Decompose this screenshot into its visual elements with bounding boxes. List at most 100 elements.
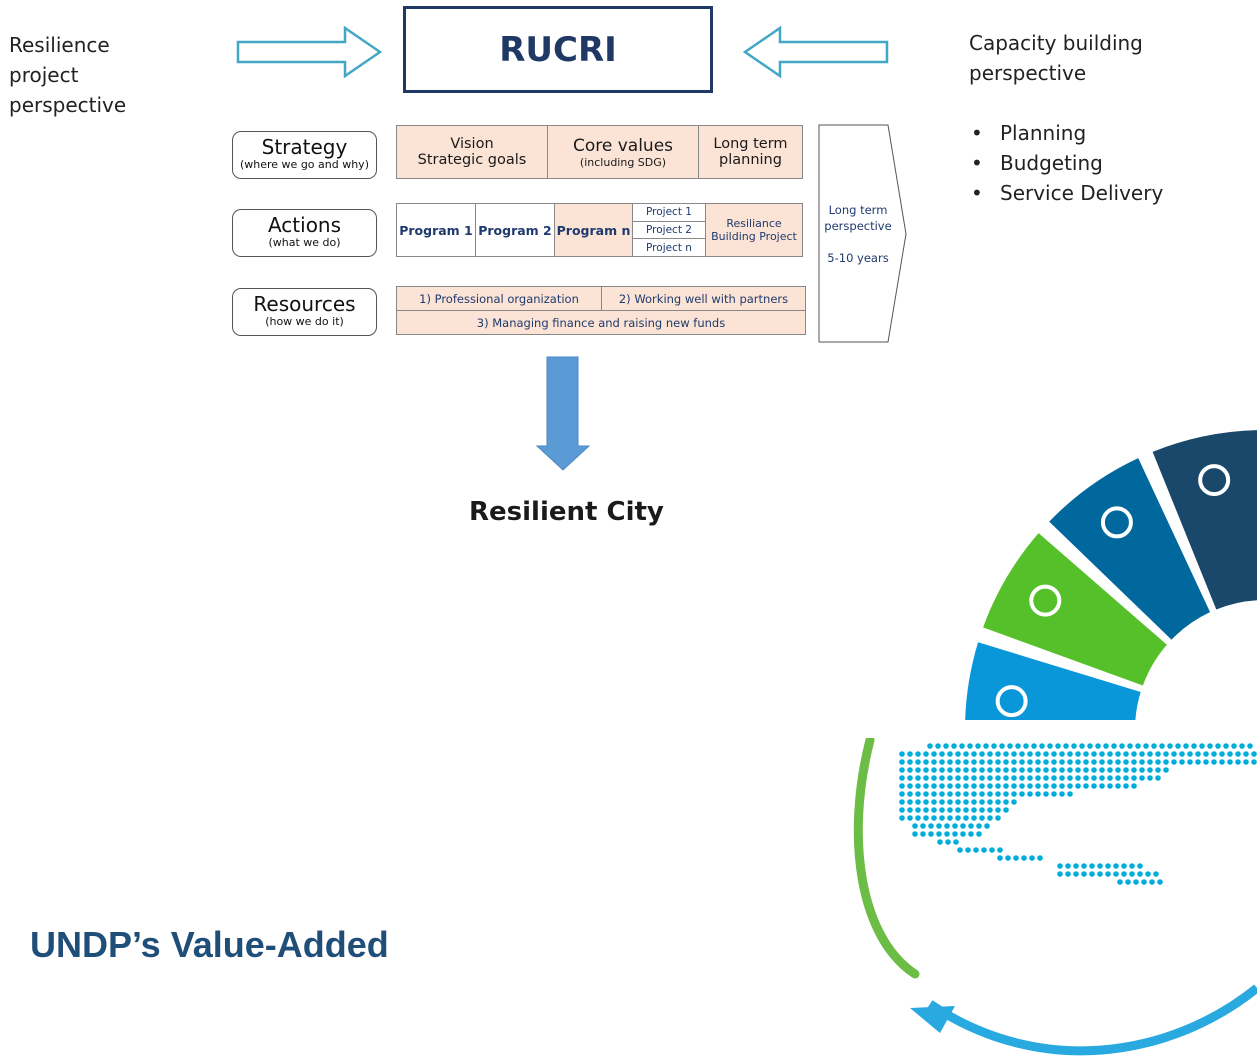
map-dot xyxy=(1203,759,1209,765)
map-dot xyxy=(1083,759,1089,765)
map-dot xyxy=(1219,751,1225,757)
map-dot xyxy=(995,815,1001,821)
map-dot xyxy=(995,759,1001,765)
map-dot xyxy=(1107,759,1113,765)
sdg-life-on-land-segment xyxy=(983,533,1167,686)
map-dot xyxy=(1119,743,1125,749)
map-dot xyxy=(1051,783,1057,789)
sdg-life-below-water-segment xyxy=(965,642,1141,720)
map-dot xyxy=(1087,743,1093,749)
map-dot xyxy=(1151,743,1157,749)
map-dot xyxy=(1139,775,1145,781)
world-map-dots-icon xyxy=(853,738,1257,1056)
map-dot xyxy=(1091,767,1097,773)
map-dot xyxy=(1251,759,1257,765)
map-dot xyxy=(1059,783,1065,789)
map-dot xyxy=(1091,751,1097,757)
map-dot xyxy=(1163,751,1169,757)
map-dot xyxy=(1059,751,1065,757)
map-dot xyxy=(1005,855,1011,861)
map-dot xyxy=(907,767,913,773)
map-dot xyxy=(1065,863,1071,869)
map-dot xyxy=(947,815,953,821)
map-dot xyxy=(1067,783,1073,789)
map-dot xyxy=(1141,879,1147,885)
map-dot xyxy=(955,807,961,813)
rucri-box: RUCRI xyxy=(403,6,713,93)
map-dot xyxy=(984,823,990,829)
map-dot xyxy=(959,743,965,749)
map-dot xyxy=(1127,743,1133,749)
map-dot xyxy=(928,823,934,829)
map-dot xyxy=(1011,783,1017,789)
map-dot xyxy=(1097,863,1103,869)
map-dot xyxy=(1075,783,1081,789)
map-dot xyxy=(1115,767,1121,773)
map-dot xyxy=(1003,775,1009,781)
map-dot xyxy=(987,767,993,773)
map-dot xyxy=(1051,767,1057,773)
map-dot xyxy=(1047,743,1053,749)
undp-value-added-title: UNDP’s Value-Added xyxy=(30,924,389,965)
map-dot xyxy=(899,783,905,789)
map-dot xyxy=(1083,751,1089,757)
map-dot xyxy=(1059,767,1065,773)
map-dot xyxy=(1099,783,1105,789)
map-dot xyxy=(971,759,977,765)
sdg-goal-icon xyxy=(1029,584,1062,617)
map-dot xyxy=(1067,759,1073,765)
program-2-cell: Program 2 xyxy=(476,204,555,256)
map-dot xyxy=(1007,743,1013,749)
map-dot xyxy=(1015,743,1021,749)
map-dot xyxy=(1089,871,1095,877)
map-dot xyxy=(995,751,1001,757)
map-dot xyxy=(1139,767,1145,773)
map-dot xyxy=(915,751,921,757)
map-dot xyxy=(995,767,1001,773)
map-dot xyxy=(1099,775,1105,781)
map-dot xyxy=(963,791,969,797)
map-dot xyxy=(960,823,966,829)
map-dot xyxy=(947,807,953,813)
map-dot xyxy=(968,823,974,829)
map-dot xyxy=(1231,743,1237,749)
map-dot xyxy=(1251,751,1257,757)
map-dot xyxy=(955,751,961,757)
map-dot xyxy=(987,775,993,781)
map-dot xyxy=(1011,751,1017,757)
map-dot xyxy=(987,815,993,821)
map-dot xyxy=(971,799,977,805)
map-dot xyxy=(1003,767,1009,773)
map-dot xyxy=(979,815,985,821)
map-dot xyxy=(1131,767,1137,773)
map-dot xyxy=(963,799,969,805)
map-dot xyxy=(1239,743,1245,749)
map-dot xyxy=(1067,767,1073,773)
resilience-building-project-cell: Resiliance Building Project xyxy=(706,204,802,256)
map-dot xyxy=(1067,751,1073,757)
map-dot xyxy=(995,807,1001,813)
map-dot xyxy=(931,751,937,757)
map-dot xyxy=(997,855,1003,861)
map-dot xyxy=(920,831,926,837)
map-dot xyxy=(1139,751,1145,757)
map-dot xyxy=(899,807,905,813)
map-dot xyxy=(1089,863,1095,869)
map-dot xyxy=(1037,855,1043,861)
map-dot xyxy=(1195,759,1201,765)
map-dot xyxy=(939,767,945,773)
map-dot xyxy=(1081,863,1087,869)
map-dot xyxy=(1107,751,1113,757)
map-dot xyxy=(1125,879,1131,885)
map-dot xyxy=(1117,879,1123,885)
map-dot xyxy=(947,775,953,781)
map-dot xyxy=(899,759,905,765)
map-dot xyxy=(1113,871,1119,877)
map-dot xyxy=(979,767,985,773)
map-dot xyxy=(995,783,1001,789)
map-dot xyxy=(987,791,993,797)
map-dot xyxy=(955,767,961,773)
map-dot xyxy=(963,759,969,765)
map-dot xyxy=(1003,791,1009,797)
map-dot xyxy=(1143,743,1149,749)
